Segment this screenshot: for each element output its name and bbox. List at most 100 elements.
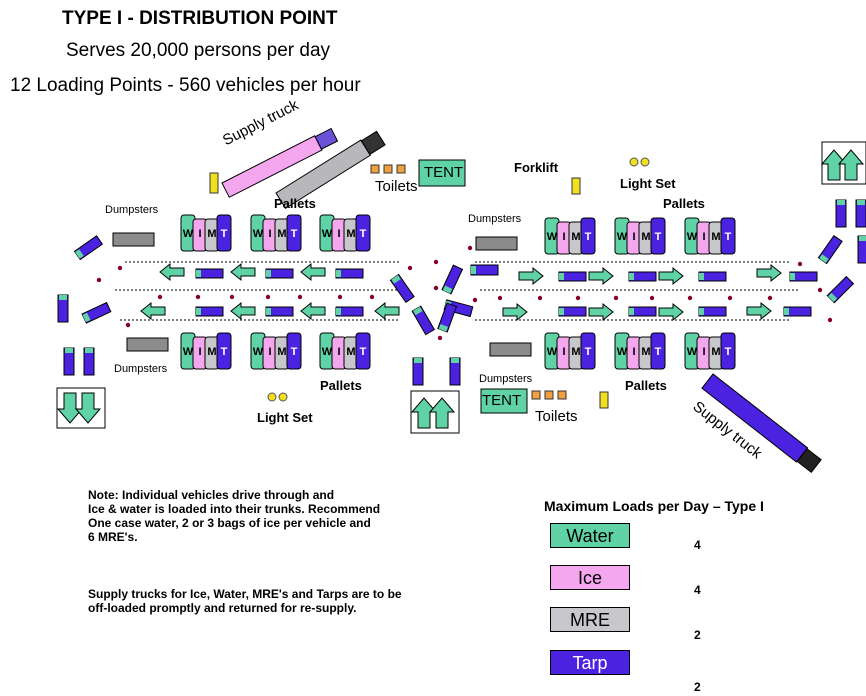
tent-label: TENT bbox=[482, 392, 522, 409]
pallet-tarp bbox=[216, 214, 232, 252]
pallet-letter: I bbox=[702, 231, 705, 243]
cone-marker bbox=[817, 287, 823, 293]
cone-marker bbox=[157, 294, 163, 300]
note-supply-trucks: Supply trucks for Ice, Water, MRE's and … bbox=[88, 587, 402, 615]
cone-marker bbox=[369, 294, 375, 300]
cone-marker bbox=[467, 245, 473, 251]
lane-lines bbox=[115, 261, 800, 321]
light-set-label: Light Set bbox=[620, 176, 676, 191]
vehicle-cab bbox=[699, 273, 704, 280]
cone-marker bbox=[195, 294, 201, 300]
vehicle bbox=[470, 264, 499, 276]
cone-marker bbox=[433, 285, 439, 291]
pallet-letter: W bbox=[547, 346, 558, 358]
vehicle bbox=[826, 275, 855, 304]
vehicle-cab bbox=[857, 200, 865, 205]
pallet-tarp bbox=[355, 214, 371, 252]
vehicle-cab bbox=[790, 273, 795, 280]
vehicle-cab bbox=[336, 308, 341, 315]
pallet-letter: M bbox=[277, 346, 286, 358]
legend-mre-value: 2 bbox=[694, 628, 701, 642]
cone-marker bbox=[497, 295, 503, 301]
vehicle-cab bbox=[196, 308, 201, 315]
direction-arrow bbox=[374, 301, 400, 321]
vehicle-cab bbox=[837, 200, 845, 205]
cone-marker bbox=[613, 295, 619, 301]
vehicle-cab bbox=[266, 308, 271, 315]
vehicle-cab bbox=[451, 358, 459, 363]
vehicle-cab bbox=[196, 270, 201, 277]
pallet-letter: T bbox=[221, 346, 228, 358]
pallet-letter: M bbox=[346, 228, 355, 240]
vehicle-cab bbox=[819, 254, 829, 263]
pallet-letter: T bbox=[360, 346, 367, 358]
vehicle-cab bbox=[859, 236, 866, 241]
pallet-tarp bbox=[650, 217, 666, 255]
pallet-letter: W bbox=[547, 231, 558, 243]
pallet-letter: I bbox=[337, 228, 340, 240]
vehicle-cab bbox=[699, 308, 704, 315]
light-set-icon bbox=[267, 157, 650, 402]
cone-marker bbox=[96, 277, 102, 283]
pallet-letter: T bbox=[221, 228, 228, 240]
pallet-letter: W bbox=[253, 228, 264, 240]
pallet-tarp bbox=[650, 332, 666, 370]
vehicle-cab bbox=[629, 308, 634, 315]
tent-top bbox=[418, 159, 466, 187]
pallet-letter: I bbox=[562, 346, 565, 358]
direction-arrow bbox=[588, 266, 614, 286]
pallet-tarp bbox=[286, 332, 302, 370]
cone-marker bbox=[537, 295, 543, 301]
pallet-letter: M bbox=[711, 231, 720, 243]
pallet-letter: M bbox=[641, 231, 650, 243]
subtitle-capacity: Serves 20,000 persons per day bbox=[66, 40, 331, 61]
pallet-tarp bbox=[286, 214, 302, 252]
note-vehicles: Note: Individual vehicles drive through … bbox=[88, 488, 381, 544]
pallets-label: Pallets bbox=[320, 378, 362, 393]
legend-water-value: 4 bbox=[694, 538, 701, 552]
cone-marker bbox=[727, 295, 733, 301]
pallet-tarp bbox=[580, 217, 596, 255]
cone-marker bbox=[337, 294, 343, 300]
pallet-letter: T bbox=[655, 346, 662, 358]
page-title: TYPE I - DISTRIBUTION POINT bbox=[62, 8, 338, 29]
toilet-units-bottom bbox=[531, 390, 567, 400]
dumpsters-label: Dumpsters bbox=[479, 373, 533, 385]
legend-ice: Ice bbox=[550, 565, 630, 590]
vehicle-cab bbox=[559, 273, 564, 280]
pallet-letter: T bbox=[655, 231, 662, 243]
cone-marker bbox=[472, 297, 478, 303]
direction-arrow bbox=[300, 301, 326, 321]
pallet-letter: T bbox=[291, 346, 298, 358]
vehicle bbox=[73, 235, 104, 261]
vehicle-body bbox=[443, 299, 474, 318]
dumpsters-label: Dumpsters bbox=[105, 204, 159, 216]
pallets-label: Pallets bbox=[663, 196, 705, 211]
vehicle-cab bbox=[442, 285, 453, 294]
forklift-icon bbox=[571, 177, 581, 195]
cone-marker bbox=[575, 295, 581, 301]
pallet-letter: I bbox=[702, 346, 705, 358]
pallet-letter: M bbox=[207, 346, 216, 358]
pallet-letter: I bbox=[268, 228, 271, 240]
pallet-letter: T bbox=[291, 228, 298, 240]
vehicle-cab bbox=[413, 306, 423, 316]
vehicle-cab bbox=[559, 308, 564, 315]
supply-truck-top bbox=[221, 127, 339, 198]
cone-marker bbox=[797, 261, 803, 267]
pallet-letter: M bbox=[207, 228, 216, 240]
dumpsters-label: Dumpsters bbox=[114, 363, 168, 375]
vehicle-cab bbox=[629, 273, 634, 280]
subtitle-loading-points: 12 Loading Points - 560 vehicles per hou… bbox=[10, 75, 361, 96]
cone-marker bbox=[433, 259, 439, 265]
direction-arrow bbox=[756, 263, 782, 283]
